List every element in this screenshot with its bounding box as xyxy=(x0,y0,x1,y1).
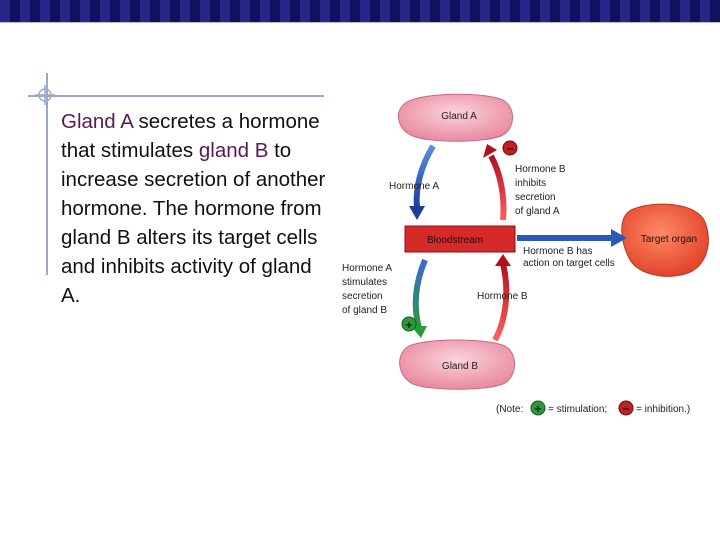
target-organ: Target organ xyxy=(621,203,709,277)
gland-b-label: Gland B xyxy=(442,361,478,372)
stimulation-icon: + xyxy=(401,316,417,332)
gland-b-highlight: gland B xyxy=(198,139,269,162)
hormone-b-arrow-to-target xyxy=(517,229,627,247)
label-line: of gland A xyxy=(515,206,560,217)
stimulation-sign: + xyxy=(405,320,413,331)
note-stimulation-text: = stimulation; xyxy=(548,404,607,415)
legend-inhibition-sign: − xyxy=(622,404,630,415)
header-divider xyxy=(0,22,720,23)
body-text-segment: to increase secretion of another hormone… xyxy=(61,139,326,307)
header-bar-pattern xyxy=(0,0,720,22)
hormone-a-arrow-to-gland-b xyxy=(411,258,428,338)
legend-inhibition-icon: − xyxy=(618,400,634,416)
label-line: inhibits xyxy=(515,178,546,189)
label-line: action on target cells xyxy=(523,258,615,269)
body-text-segment: secretes a hormone that stimulates xyxy=(61,110,320,162)
gland-a-label: Gland A xyxy=(441,111,477,122)
label-line: secretion xyxy=(515,192,556,203)
note-inhibition-text: = inhibition.) xyxy=(636,404,690,415)
label-line: Hormone A xyxy=(342,263,392,274)
label-line: Hormone B has xyxy=(523,246,592,257)
note-prefix: (Note: xyxy=(496,404,523,415)
legend-stimulation-icon: + xyxy=(530,400,546,416)
hormone-b-action-label: Hormone B has action on target cells xyxy=(523,246,615,269)
label-line: of gland B xyxy=(342,305,387,316)
hormone-b-label: Hormone B xyxy=(477,291,528,302)
hormone-b-inhibits-label: Hormone B inhibits secretion of gland A xyxy=(515,164,566,217)
bloodstream-bar: Bloodstream xyxy=(404,225,516,253)
hormone-a-arrow-down xyxy=(409,144,436,220)
label-line: secretion xyxy=(342,291,383,302)
bloodstream-label: Bloodstream xyxy=(427,235,483,246)
title-frame-vertical-line xyxy=(46,73,48,275)
gland-b: Gland B xyxy=(399,339,515,390)
hormone-b-arrow-up xyxy=(483,144,507,221)
body-paragraph: Gland A secretes a hormone that stimulat… xyxy=(61,107,329,310)
gland-a: Gland A xyxy=(398,93,513,142)
title-frame-horizontal-line xyxy=(28,95,324,97)
gland-a-highlight: Gland A xyxy=(61,110,133,133)
label-line: stimulates xyxy=(342,277,387,288)
target-organ-label: Target organ xyxy=(641,234,697,245)
hormone-feedback-diagram: Gland A Gland B Bloodstream Target organ xyxy=(342,93,709,416)
inhibition-sign: − xyxy=(506,144,514,155)
crosshair-icon xyxy=(35,85,55,105)
hormone-a-stimulates-label: Hormone A stimulates secretion of gland … xyxy=(342,263,392,316)
inhibition-icon: − xyxy=(502,140,518,156)
hormone-a-label: Hormone A xyxy=(389,181,439,192)
legend-stimulation-sign: + xyxy=(534,404,542,415)
hormone-b-arrow-from-gland-b xyxy=(492,254,511,342)
header-bar xyxy=(0,0,720,22)
legend-note: (Note: + = stimulation; − = inhibition.) xyxy=(496,400,690,416)
label-line: Hormone B xyxy=(515,164,566,175)
